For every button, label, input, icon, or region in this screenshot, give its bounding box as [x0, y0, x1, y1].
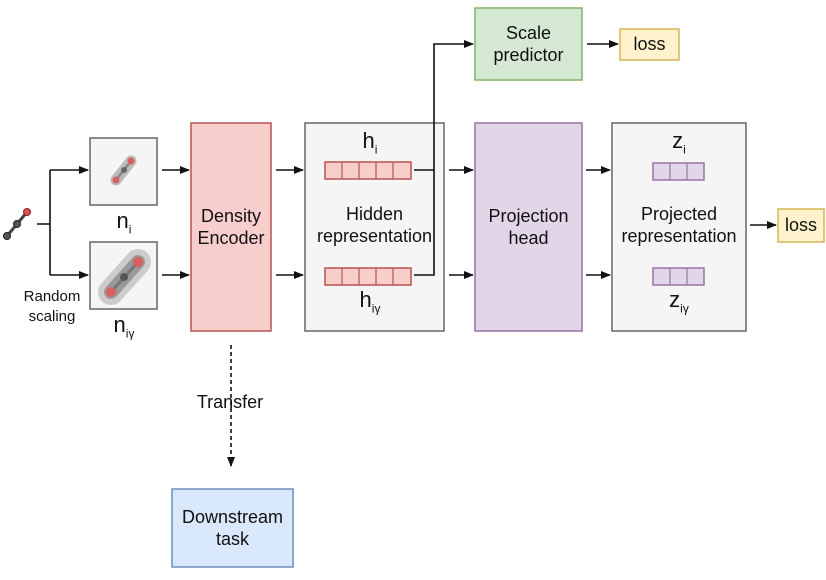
projected-representation-label: Projected representation: [621, 203, 737, 247]
loss-top-box: [619, 28, 680, 61]
niy-label: niγ: [113, 312, 135, 341]
random-scaling-label: Random scaling: [23, 288, 81, 325]
scale-predictor-label-wrap: Scale predictor: [475, 8, 582, 80]
projection-head-label: Projection head: [488, 205, 569, 249]
density-encoder-box: [190, 122, 272, 332]
input-molecule-icon: [3, 208, 31, 240]
hidden-top-symbol: hi: [362, 128, 378, 157]
projected-vector-top: [652, 162, 705, 181]
loss-right-label: loss: [784, 215, 817, 235]
density-encoder-label: Density Encoder: [197, 205, 265, 249]
downstream-task-box: [171, 488, 294, 568]
density-molecule-small-icon: [110, 155, 137, 186]
density-molecule-large-icon: [98, 249, 151, 305]
density-encoder-label-wrap: Density Encoder: [191, 123, 271, 331]
hidden-vector-top: [324, 161, 412, 180]
loss-right-box: [777, 208, 825, 243]
downstream-task-label: Downstream task: [181, 506, 284, 550]
split-connector: [37, 170, 51, 275]
arrow-to-scale-predictor: [414, 40, 474, 276]
hidden-representation-label: Hidden representation: [316, 203, 433, 247]
projected-vector-bottom: [652, 267, 705, 286]
hidden-vector-bottom: [324, 267, 412, 286]
transfer-label: Transfer: [196, 392, 264, 412]
loss-right-label-wrap: loss: [778, 209, 824, 242]
hidden-representation-panel: [304, 122, 445, 332]
projected-representation-panel: [611, 122, 747, 332]
downstream-label-wrap: Downstream task: [172, 489, 293, 567]
projected-bottom-symbol: ziγ: [669, 287, 689, 316]
scale-predictor-label: Scale predictor: [493, 22, 564, 66]
projected-top-symbol: zi: [672, 128, 686, 157]
projection-head-box: [474, 122, 583, 332]
ni-label: ni: [116, 208, 132, 237]
projected-label-wrap: Projected representation: [612, 195, 746, 255]
hidden-label-wrap: Hidden representation: [305, 195, 444, 255]
projection-head-label-wrap: Projection head: [475, 123, 582, 331]
loss-top-label-wrap: loss: [620, 29, 679, 60]
scale-predictor-box: [474, 7, 583, 81]
loss-top-label: loss: [633, 34, 666, 54]
hidden-bottom-symbol: hiγ: [359, 287, 381, 316]
